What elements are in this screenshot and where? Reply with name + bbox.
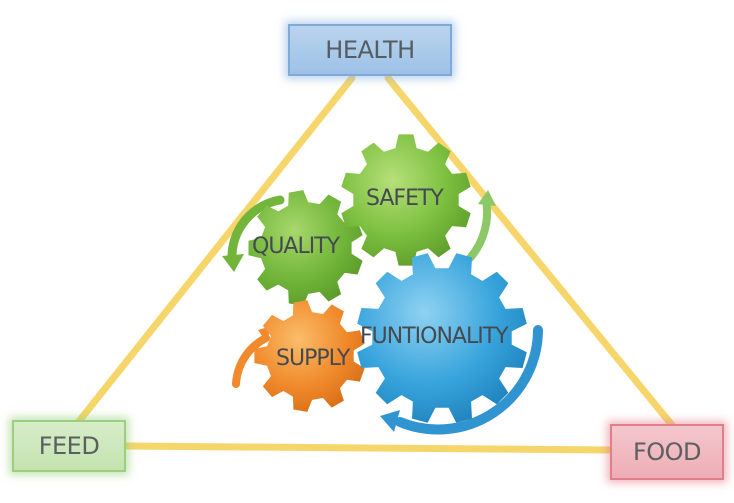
circular-arrow-icon (222, 195, 285, 272)
gear-safety-body (341, 134, 471, 266)
edge-health-food (384, 74, 680, 434)
edge-feed-food (122, 442, 614, 454)
health-box: HEALTH (288, 24, 452, 76)
gear-quality-body (248, 190, 363, 306)
gear-icon (248, 190, 363, 306)
circular-arrow-icon (466, 190, 496, 262)
gear-supply-body (254, 300, 365, 412)
edge-health-feed (68, 74, 356, 434)
quality-label: QUALITY (252, 234, 340, 259)
supply-label: SUPPLY (276, 346, 350, 371)
feed-box: FEED (12, 420, 126, 472)
safety-label: SAFETY (366, 186, 444, 211)
gear-icon (254, 300, 365, 412)
food-box: FOOD (610, 424, 724, 480)
gear-functionality-body (357, 253, 527, 423)
circular-arrow-icon (380, 325, 543, 435)
gear-icon (341, 134, 471, 266)
triangle (68, 74, 680, 454)
gear-icon (357, 253, 527, 423)
functionality-label: FUNTIONALITY (360, 324, 509, 349)
